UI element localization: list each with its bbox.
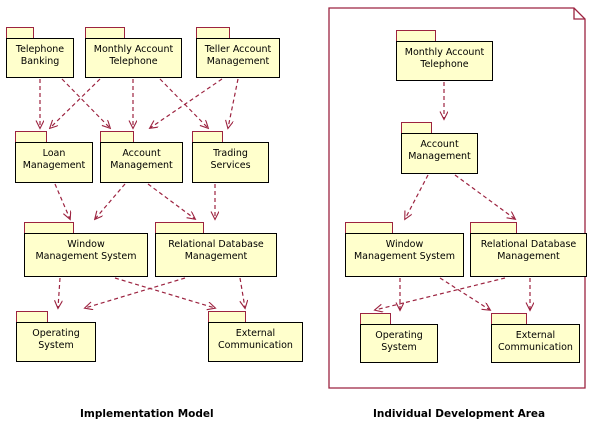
package-body: External Communication [208,322,303,362]
development-area-boundary [328,7,586,389]
dependency-window-management-system-to-external-communication [114,277,215,308]
package-monthly-account-telephone[interactable]: Monthly Account Telephone [85,27,182,78]
package-label: Trading Services [210,148,251,171]
package-label: Telephone Banking [15,44,65,67]
package-r-relational-database-mgmt[interactable]: Relational Database Management [470,222,587,277]
package-body: Window Management System [24,233,148,277]
package-body: Monthly Account Telephone [85,38,182,78]
dependency-account-management-to-window-management-system [95,183,126,219]
package-trading-services[interactable]: Trading Services [192,131,269,183]
package-label: Operating System [375,330,423,353]
package-tab-icon [360,313,391,325]
package-window-management-system[interactable]: Window Management System [24,222,148,277]
package-tab-icon [6,27,34,39]
package-body: Trading Services [192,142,269,183]
dependency-monthly-account-telephone-to-loan-management [50,78,101,128]
package-label: External Communication [218,328,293,351]
dependency-monthly-account-telephone-to-trading-services [159,78,208,128]
package-r-window-management-system[interactable]: Window Management System [345,222,464,277]
package-body: External Communication [491,324,580,363]
package-tab-icon [470,222,517,234]
package-body: Loan Management [15,142,93,183]
folded-corner-icon [573,8,585,20]
package-telephone-banking[interactable]: Telephone Banking [6,27,74,78]
package-tab-icon [192,131,223,143]
dependency-account-management-to-relational-database-mgmt [147,183,195,219]
package-tab-icon [396,30,436,42]
package-label: Monthly Account Telephone [93,44,174,67]
package-tab-icon [345,222,393,234]
package-tab-icon [24,222,74,234]
package-label: Window Management System [35,239,137,262]
dependency-loan-management-to-window-management-system [54,183,70,219]
left-dependency-edges [40,78,245,308]
package-label: Loan Management [22,148,86,171]
package-tab-icon [208,311,246,323]
package-tab-icon [155,222,204,234]
package-label: Account Management [408,139,471,162]
dependency-telephone-banking-to-account-management [61,78,110,128]
package-tab-icon [491,313,527,325]
package-body: Account Management [100,142,183,183]
package-body: Window Management System [345,233,464,277]
package-r-account-management[interactable]: Account Management [401,122,478,174]
package-body: Telephone Banking [6,38,74,78]
dependency-r-relational-database-mgmt-to-r-operating-system [375,277,506,310]
package-label: Teller Account Management [204,44,272,67]
package-tab-icon [401,122,432,134]
package-relational-database-mgmt[interactable]: Relational Database Management [155,222,277,277]
package-r-external-communication[interactable]: External Communication [491,313,580,363]
package-label: Window Management System [353,239,456,262]
package-tab-icon [100,131,134,143]
package-body: Account Management [401,133,478,174]
dependency-relational-database-mgmt-to-operating-system [85,277,186,308]
package-label: Account Management [110,148,173,171]
package-body: Operating System [16,322,96,362]
package-label: Operating System [32,328,80,351]
package-operating-system[interactable]: Operating System [16,311,96,362]
dependency-teller-account-management-to-account-management [150,78,223,128]
package-tab-icon [16,311,48,323]
individual-development-area-caption: Individual Development Area [373,408,546,420]
dependency-teller-account-management-to-trading-services [228,78,239,128]
development-area-frame [328,7,586,389]
package-r-operating-system[interactable]: Operating System [360,313,438,363]
package-tab-icon [85,27,125,39]
package-loan-management[interactable]: Loan Management [15,131,93,183]
package-tab-icon [196,27,230,39]
package-tab-icon [15,131,47,143]
package-teller-account-management[interactable]: Teller Account Management [196,27,280,78]
dependency-window-management-system-to-operating-system [58,277,60,308]
package-body: Relational Database Management [155,233,277,277]
package-label: External Communication [498,330,573,353]
dependency-r-account-management-to-r-relational-database-mgmt [454,174,515,219]
right-dependency-edges [375,82,530,310]
dependency-relational-database-mgmt-to-external-communication [240,277,245,308]
implementation-model-caption: Implementation Model [80,408,214,420]
package-label: Monthly Account Telephone [404,47,485,70]
package-body: Relational Database Management [470,233,587,277]
dependency-r-account-management-to-r-window-management-system [405,174,429,219]
package-label: Relational Database Management [168,239,264,262]
package-body: Teller Account Management [196,38,280,78]
package-r-monthly-account-telephone[interactable]: Monthly Account Telephone [396,30,493,81]
package-body: Monthly Account Telephone [396,41,493,81]
package-body: Operating System [360,324,438,363]
package-account-management[interactable]: Account Management [100,131,183,183]
package-label: Relational Database Management [480,239,577,262]
package-external-communication[interactable]: External Communication [208,311,303,362]
dependency-r-window-management-system-to-r-external-communication [439,277,490,310]
